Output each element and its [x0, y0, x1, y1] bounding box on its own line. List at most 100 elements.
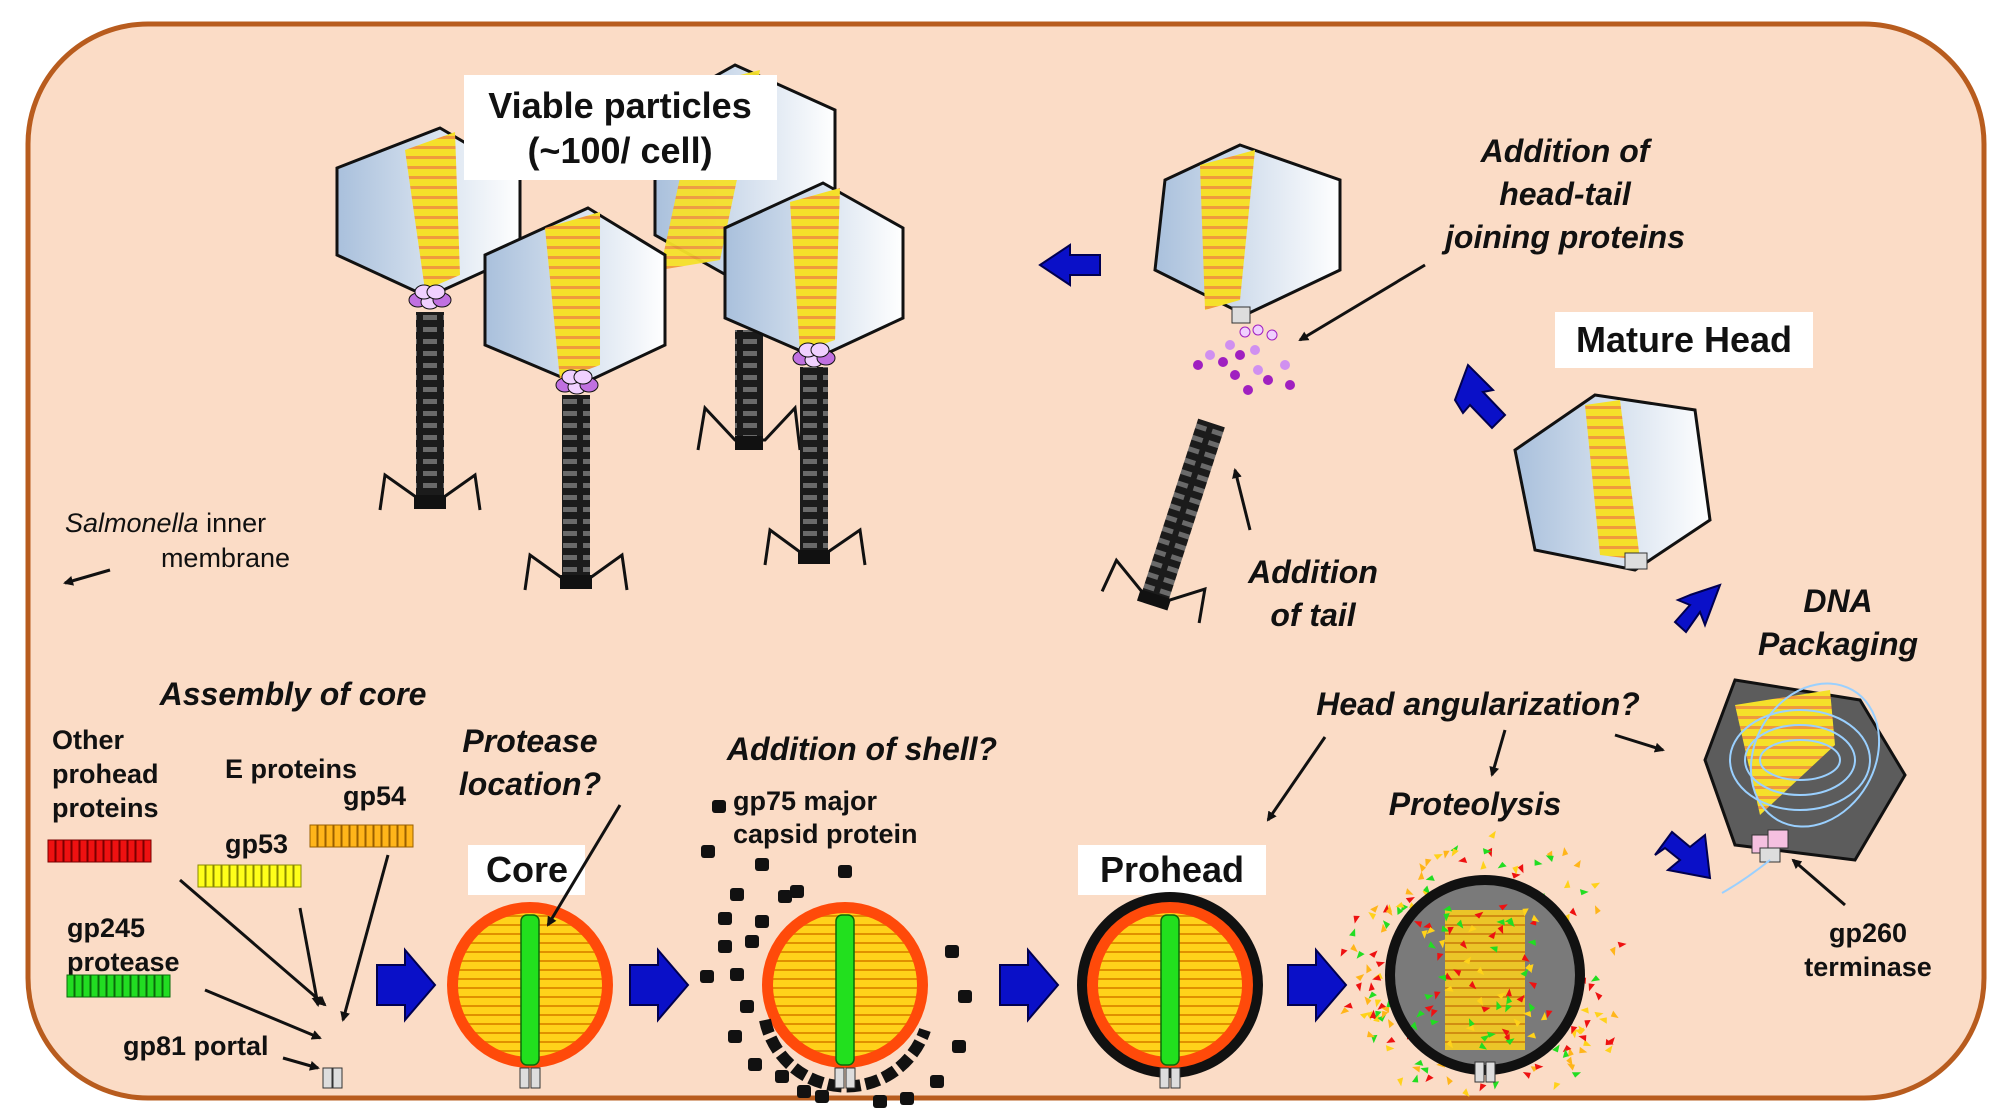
protein-segment	[71, 839, 80, 863]
gp75-subunit	[748, 1058, 762, 1071]
dna-strand	[1721, 859, 1771, 894]
e-proteins-label: E proteins	[225, 754, 357, 784]
gp75-subunit	[930, 1075, 944, 1088]
protein-fragment	[1480, 1035, 1490, 1042]
arrow-angular-to-prohead	[1266, 736, 1327, 822]
arrow-angular-to-dna	[1614, 733, 1665, 753]
protein-fragment	[1443, 850, 1450, 859]
protein-fragment	[1441, 925, 1450, 932]
protein-fragment	[1444, 972, 1453, 981]
core-stage: Protease location? Core	[447, 723, 622, 1089]
protein-segment	[87, 839, 96, 863]
salmonella-label-line1: Salmonella inner	[65, 508, 266, 538]
protein-fragment	[1583, 1039, 1592, 1047]
protein-fragment	[1424, 994, 1434, 1000]
protein-fragment	[1573, 859, 1581, 868]
protein-segment	[309, 824, 318, 848]
protein-fragment	[1489, 946, 1498, 953]
blue-arrow-to-shell	[629, 947, 690, 1023]
protein-fragment	[1571, 1072, 1582, 1078]
protein-fragment	[1421, 930, 1428, 939]
protein-fragment	[1468, 1018, 1475, 1028]
protein-segment	[333, 824, 342, 848]
gp75-subunit	[775, 1070, 789, 1083]
protein-fragment	[1396, 905, 1403, 916]
protein-fragment	[1482, 848, 1492, 855]
protein-fragment	[1446, 1076, 1453, 1086]
protein-segment	[146, 974, 155, 998]
gp75-subunit	[730, 888, 744, 901]
salmonella-label-rest: inner	[199, 508, 267, 538]
protein-segment	[98, 974, 107, 998]
gp75-label-line2: capsid protein	[733, 819, 918, 849]
gp75-subunit	[797, 1085, 811, 1098]
phage-particle-3	[723, 181, 905, 566]
arrow-gp245	[204, 988, 322, 1040]
protein-segment	[103, 839, 112, 863]
protein-segment	[277, 864, 286, 888]
protein-fragment	[1425, 858, 1432, 867]
protein-fragment	[1411, 1074, 1419, 1083]
protein-segment	[221, 864, 230, 888]
protein-fragment	[1527, 1032, 1537, 1039]
protein-segment	[317, 824, 326, 848]
protein-fragment	[1444, 985, 1454, 992]
protein-fragment	[1462, 1088, 1470, 1097]
protein-segment	[261, 864, 270, 888]
salmonella-label-italic: Salmonella	[65, 508, 199, 538]
viable-phage-particles: Viable particles (~100/ cell)	[335, 63, 905, 591]
protein-fragment	[1416, 1010, 1425, 1018]
protein-fragment	[1566, 1056, 1573, 1066]
protein-fragment	[1385, 1045, 1395, 1052]
gp81-portal-label: gp81 portal	[123, 1031, 269, 1061]
salmonella-cell-background	[25, 21, 1987, 1101]
protein-fragment	[1437, 974, 1447, 982]
protein-fragment	[1419, 863, 1426, 873]
protein-fragment	[1497, 861, 1507, 869]
protein-fragment	[1595, 991, 1603, 1001]
protein-fragment	[1451, 848, 1459, 857]
gp75-subunit	[815, 1090, 829, 1103]
protein-fragment	[1353, 915, 1360, 924]
blue-arrow-to-proteolysis	[1287, 947, 1348, 1023]
gp53-bar	[197, 864, 302, 888]
protein-fragment	[1498, 904, 1508, 911]
protein-segment	[66, 974, 75, 998]
gp75-subunit	[745, 935, 759, 948]
protein-segment	[253, 864, 262, 888]
mature-head-label-box	[1555, 312, 1813, 368]
protein-fragment	[1355, 974, 1365, 982]
gp75-subunit	[790, 885, 804, 898]
protein-fragment	[1520, 969, 1529, 977]
detached-tail	[1100, 418, 1225, 624]
protein-fragment	[1522, 1071, 1531, 1079]
protein-fragment	[1459, 940, 1467, 949]
other-prohead-label-line3: proteins	[52, 793, 159, 823]
protein-fragment	[1594, 905, 1601, 915]
protein-fragment	[1531, 914, 1540, 923]
protein-fragment	[1355, 982, 1362, 992]
arrow-angular-to-proteolysis	[1489, 729, 1507, 777]
protein-fragment	[1382, 920, 1391, 929]
protein-fragment	[1505, 1004, 1512, 1013]
protein-fragment	[1426, 927, 1436, 935]
portal-seed	[322, 1067, 343, 1089]
arrow-gp81	[282, 1056, 320, 1071]
protein-fragment	[1369, 950, 1378, 958]
protein-fragment	[1563, 879, 1571, 889]
blue-arrow-to-viable	[1038, 243, 1101, 287]
protein-fragment	[1395, 901, 1405, 908]
gp54-bar	[309, 824, 414, 848]
protein-fragment	[1377, 1002, 1387, 1010]
protein-fragment	[1604, 1045, 1613, 1054]
protein-segment	[127, 839, 136, 863]
protein-fragment	[1479, 1083, 1487, 1092]
viable-particles-label-box	[464, 75, 777, 180]
other-prohead-label-line1: Other	[52, 725, 125, 755]
protein-fragment	[1414, 1059, 1424, 1066]
protein-fragment	[1517, 864, 1524, 874]
protein-fragment	[1504, 917, 1514, 924]
protein-fragment	[1375, 1010, 1382, 1019]
blue-arrow-to-mature-head	[1673, 583, 1722, 634]
